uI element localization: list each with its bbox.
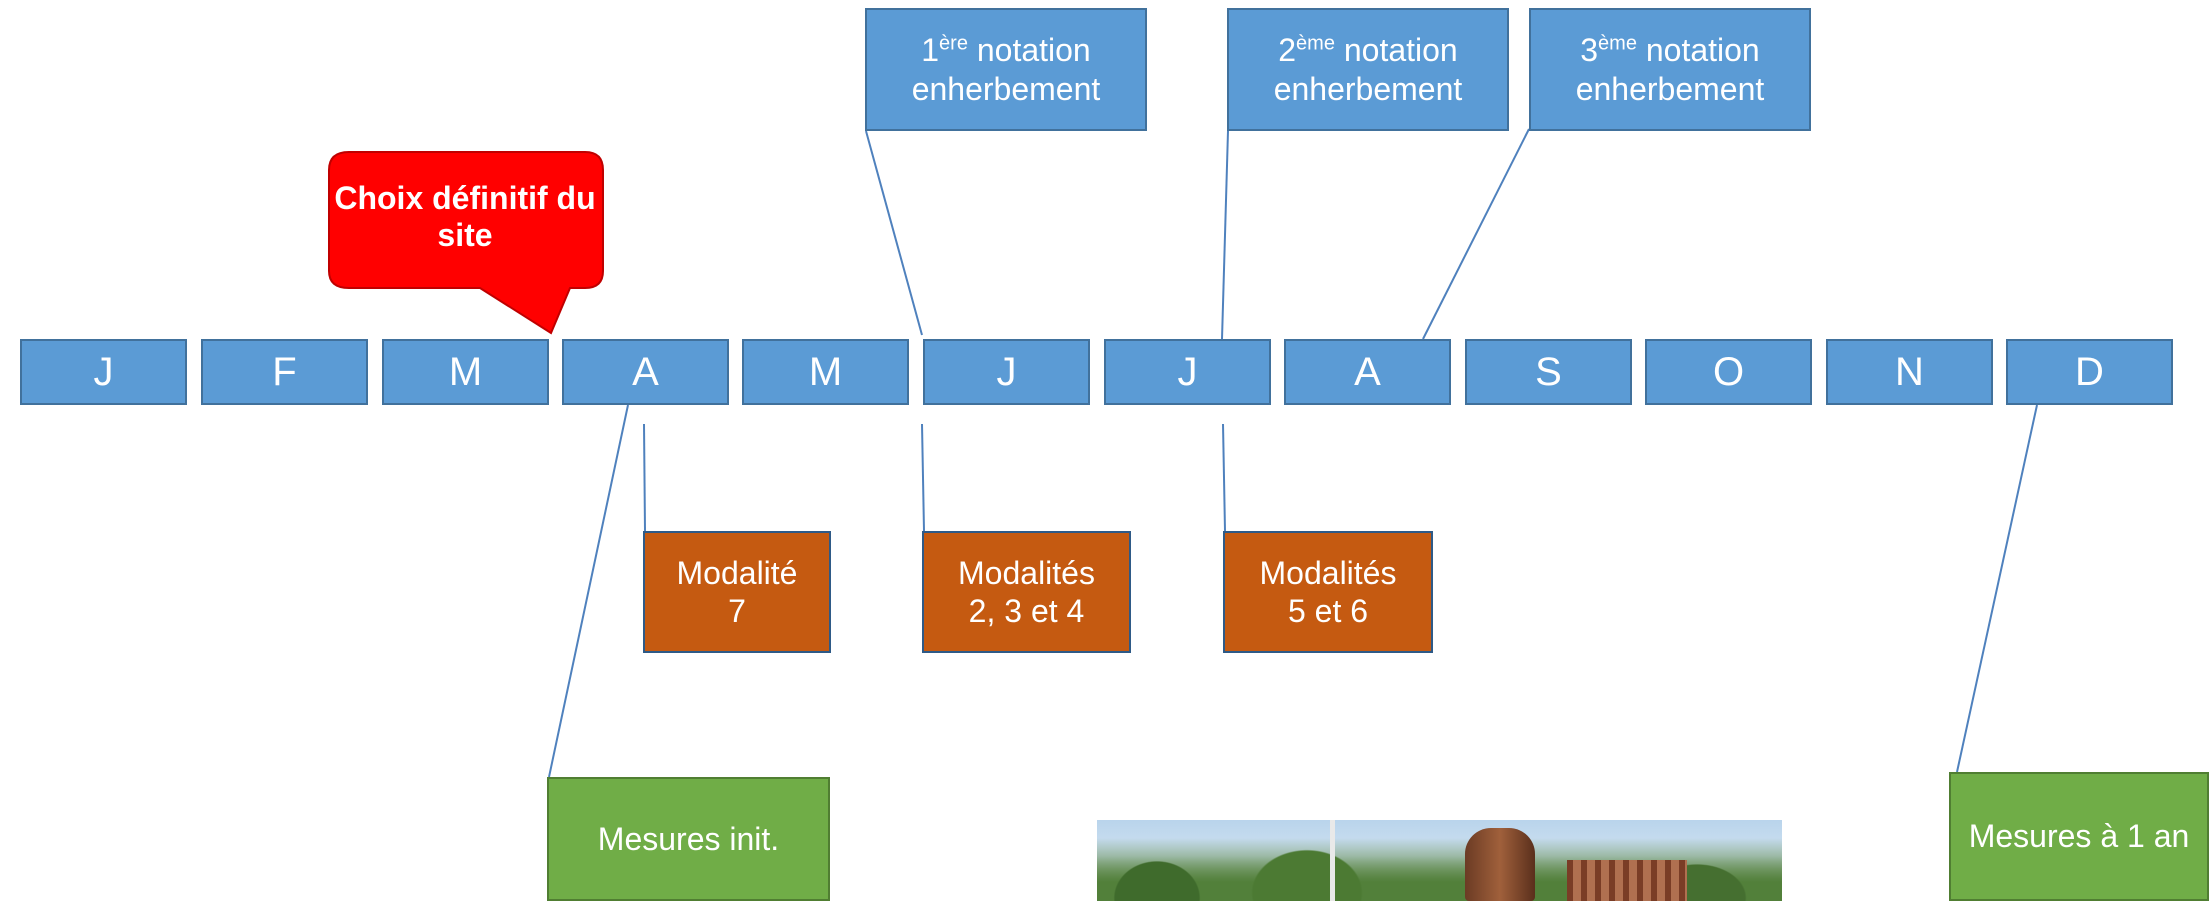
notation-suffix: ème	[1296, 32, 1335, 55]
modalite-numbers: 7	[728, 593, 746, 629]
mesures-1an-box: Mesures à 1 an	[1949, 772, 2209, 901]
notation-label: notation	[967, 32, 1091, 69]
notation-label: notation	[1636, 32, 1760, 69]
notation-subtitle: enherbement	[1575, 70, 1765, 107]
month-dec: D	[2006, 339, 2173, 405]
notation-box-3: 3ème notation enherbement	[1529, 8, 1811, 131]
modalite-label: Modalités	[958, 554, 1095, 591]
modalite-numbers: 5 et 6	[1287, 593, 1369, 629]
month-feb: F	[201, 339, 368, 405]
modalite-label: Modalités	[1259, 554, 1397, 591]
month-nov: N	[1826, 339, 1993, 405]
month-oct: O	[1645, 339, 1812, 405]
notation-subtitle: enherbement	[1273, 70, 1463, 107]
month-sep: S	[1465, 339, 1632, 405]
notation-label: notation	[1334, 32, 1458, 69]
connector-mesures-1an	[1956, 404, 2038, 773]
notation-subtitle: enherbement	[911, 70, 1101, 107]
mesures-init-box: Mesures init.	[547, 777, 830, 901]
notation-suffix: ère	[939, 32, 968, 55]
month-apr: A	[562, 339, 729, 405]
connector-mesures-init	[548, 404, 629, 778]
month-may: M	[742, 339, 909, 405]
photo-statue	[1465, 828, 1535, 901]
photo-gate	[1567, 860, 1687, 901]
month-jun: J	[923, 339, 1090, 405]
notation-box-1: 1ère notation enherbement	[865, 8, 1147, 131]
month-jan: J	[20, 339, 187, 405]
notation-ordinal: 1	[921, 32, 940, 69]
connector-modalites-234	[921, 423, 925, 532]
connector-notation-3	[1422, 128, 1530, 340]
connector-modalite-7	[643, 423, 646, 532]
notation-box-2: 2ème notation enherbement	[1227, 8, 1509, 131]
photo-post	[1330, 820, 1335, 901]
connector-notation-1	[865, 130, 923, 336]
month-jul: J	[1104, 339, 1271, 405]
modalite-label: Modalité	[676, 554, 798, 591]
notation-ordinal: 2	[1278, 32, 1297, 69]
modalite-numbers: 2, 3 et 4	[968, 593, 1085, 629]
month-aug: A	[1284, 339, 1451, 405]
callout-choix-site: Choix définitif du site	[334, 179, 596, 253]
site-photo	[1097, 820, 1782, 901]
notation-suffix: ème	[1598, 32, 1637, 55]
month-mar: M	[382, 339, 549, 405]
connector-modalites-56	[1222, 423, 1226, 532]
notation-ordinal: 3	[1580, 32, 1599, 69]
connector-notation-2	[1221, 130, 1229, 340]
